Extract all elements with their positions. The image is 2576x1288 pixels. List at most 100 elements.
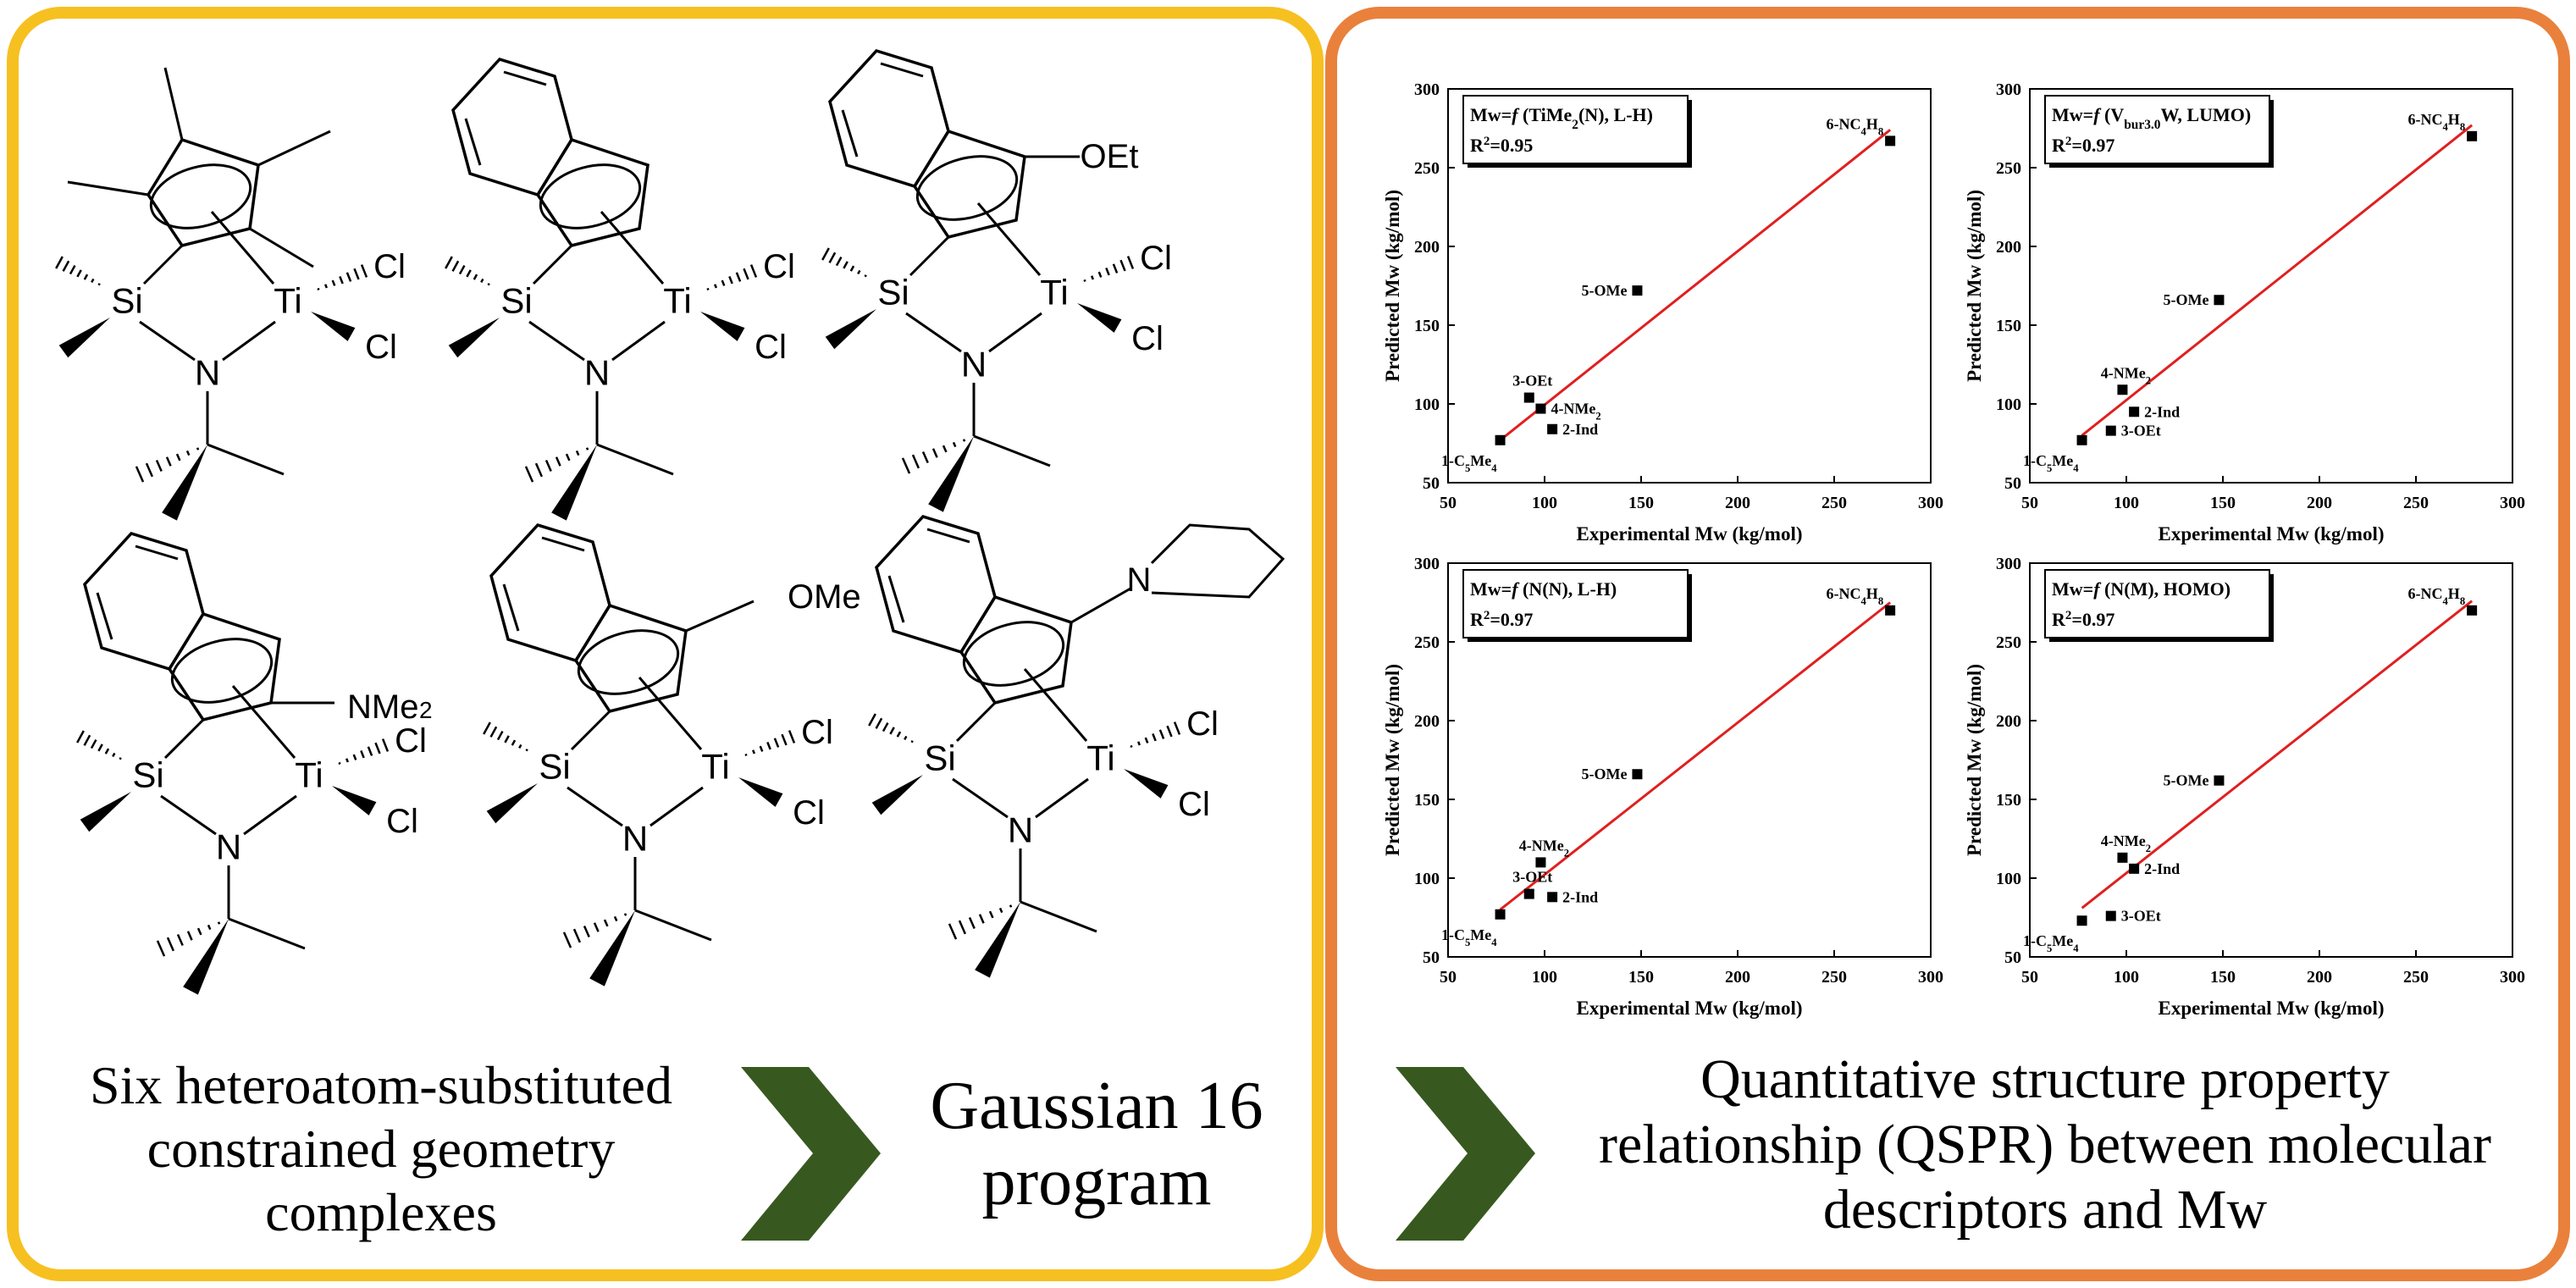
data-point: [1535, 857, 1546, 868]
x-tick-label: 50: [2021, 494, 2038, 512]
atom-label: Ti: [701, 747, 729, 787]
x-tick-label: 50: [2021, 968, 2038, 987]
atom-label: N: [216, 827, 241, 867]
caption-left-line: complexes: [265, 1181, 497, 1242]
data-point: [1885, 135, 1896, 146]
wedge-bond: [1124, 769, 1169, 799]
point-label: 1-C5Me4: [2023, 452, 2079, 474]
y-tick-label: 100: [1996, 870, 2021, 888]
bond: [228, 917, 306, 950]
bond: [163, 718, 205, 760]
y-tick-label: 200: [1414, 238, 1440, 257]
x-tick-label: 200: [1725, 494, 1750, 512]
bond: [1035, 777, 1089, 819]
hashed-bond: [338, 738, 390, 765]
x-tick-label: 150: [2210, 494, 2236, 512]
hashed-bond: [948, 904, 1013, 940]
atom-label: N: [1127, 561, 1152, 599]
data-point: [2117, 852, 2128, 863]
hashed-bond: [55, 256, 101, 286]
y-tick-label: 300: [1996, 80, 2021, 99]
data-point: [1523, 392, 1534, 403]
hashed-bond: [1130, 721, 1181, 748]
atom-label: N: [584, 353, 610, 393]
point-label: 2-Ind: [2144, 403, 2180, 420]
data-point: [1885, 605, 1896, 616]
caption-left-line: constrained geometry: [146, 1118, 616, 1179]
bond: [650, 786, 704, 827]
atom-label: Cl: [365, 329, 397, 366]
point-label: 5-OMe: [2163, 772, 2208, 789]
y-axis-label: Predicted Mw (kg/mol): [1382, 190, 1403, 382]
plot-frame: [1447, 88, 1932, 484]
bond: [841, 109, 859, 158]
point-label: 3-OEt: [2121, 908, 2161, 925]
atom-label: Ti: [1086, 738, 1114, 778]
x-tick-label: 300: [1918, 494, 1943, 512]
hashed-bond: [76, 730, 122, 760]
caption-right-line: relationship (QSPR) between molecular: [1599, 1114, 2491, 1176]
bond: [1023, 668, 1088, 742]
y-tick-label: 50: [2004, 474, 2021, 493]
chevron-arrow-icon: [1396, 1067, 1535, 1241]
bond: [887, 575, 905, 623]
bond: [502, 583, 520, 632]
atom-label: N: [961, 345, 987, 384]
atom-label: Cl: [395, 722, 427, 760]
point-label: 4-NMe2: [1519, 837, 1569, 859]
hashed-bond: [135, 447, 200, 483]
wedge-bond: [589, 910, 635, 987]
caption-middle-line: Gaussian 16: [930, 1069, 1263, 1143]
wedge-bond: [311, 312, 356, 341]
fit-line: [2081, 124, 2474, 437]
y-tick-label: 300: [1996, 555, 2021, 573]
x-tick-label: 150: [1628, 494, 1654, 512]
point-label: 3-OEt: [2121, 423, 2161, 439]
hashed-bond: [156, 921, 221, 957]
atom-label: Si: [924, 738, 955, 778]
atom-label: Cl: [1178, 786, 1210, 823]
atom-label: Cl: [373, 248, 406, 285]
atom-label: Cl: [793, 794, 825, 832]
bond: [532, 244, 573, 285]
model-equation: Mw=f (TiMe2(N), L-H): [1470, 104, 1653, 132]
x-tick-label: 100: [2114, 968, 2139, 987]
bond: [139, 320, 196, 362]
point-label: 5-OMe: [2163, 291, 2208, 308]
atom-label: NMe: [347, 688, 418, 726]
atom-label: N: [622, 819, 648, 859]
wedge-bond: [1077, 303, 1122, 333]
atom-label: OEt: [1081, 138, 1139, 175]
wedge-bond: [80, 792, 131, 832]
piperidine-ring: [1150, 523, 1285, 599]
wedge-bond: [700, 312, 745, 341]
wedge-bond: [183, 919, 229, 995]
point-label: 3-OEt: [1512, 373, 1552, 390]
bond: [909, 235, 950, 277]
y-tick-label: 250: [1414, 633, 1440, 652]
wedge-bond: [486, 783, 538, 824]
y-tick-label: 150: [1996, 791, 2021, 810]
point-label: 4-NMe2: [1551, 401, 1600, 423]
bond: [880, 62, 924, 78]
bond: [926, 528, 970, 544]
bond: [596, 443, 674, 476]
data-point: [1547, 423, 1558, 434]
aromatic-ring-circle: [149, 163, 252, 229]
data-point: [2214, 295, 2225, 306]
bond: [222, 320, 276, 362]
wedge-bond: [332, 786, 377, 815]
atom-label: Cl: [755, 329, 787, 366]
fit-line: [2081, 600, 2474, 909]
x-tick-label: 50: [1440, 494, 1457, 512]
data-point: [2076, 915, 2087, 926]
wedge-bond: [58, 318, 110, 358]
wedge-bond: [738, 777, 783, 807]
x-tick-label: 200: [2307, 968, 2332, 987]
y-tick-label: 150: [1996, 317, 2021, 335]
wedge-bond: [928, 436, 974, 512]
hashed-bond: [706, 264, 758, 290]
bond: [1070, 587, 1131, 624]
